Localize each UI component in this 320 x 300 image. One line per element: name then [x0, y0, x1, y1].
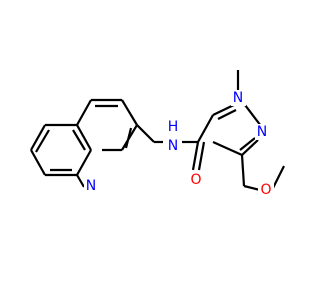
bond-line — [121, 99, 138, 126]
bond-line — [197, 114, 214, 143]
bond-line — [72, 129, 86, 151]
pyrazole-n1-label: N — [233, 90, 243, 106]
carbonyl-oxygen-label: O — [190, 172, 201, 188]
bond-line — [76, 174, 85, 188]
pyrazole-n2-label: N — [257, 124, 267, 140]
bonds-group — [30, 70, 285, 192]
bond-line — [136, 124, 155, 143]
molecule-structure: H N O N N O N — [30, 70, 285, 198]
ether-oxygen-label: O — [260, 182, 271, 198]
bond-line — [76, 149, 92, 176]
bond-line — [240, 154, 246, 187]
quinoline-nitrogen-label: N — [86, 178, 96, 194]
bond-line — [35, 129, 50, 153]
bond-line — [30, 149, 46, 176]
bond-line — [191, 141, 200, 171]
bond-line — [241, 139, 259, 156]
bond-line — [124, 127, 133, 149]
bond-line — [244, 104, 262, 127]
bond-line — [212, 140, 243, 157]
bond-line — [217, 109, 237, 120]
bond-line — [76, 124, 92, 151]
molecule-canvas: H N O N N O N — [30, 70, 285, 198]
bond-line — [30, 124, 46, 151]
amide-hydrogen-label: H — [168, 119, 179, 135]
atom-labels-group: H N O N N O N — [84, 90, 274, 198]
bond-line — [76, 99, 92, 126]
bond-line — [239, 137, 256, 151]
amide-nitrogen-label: N — [168, 138, 178, 154]
bond-line — [197, 141, 206, 171]
bond-line — [243, 184, 261, 192]
